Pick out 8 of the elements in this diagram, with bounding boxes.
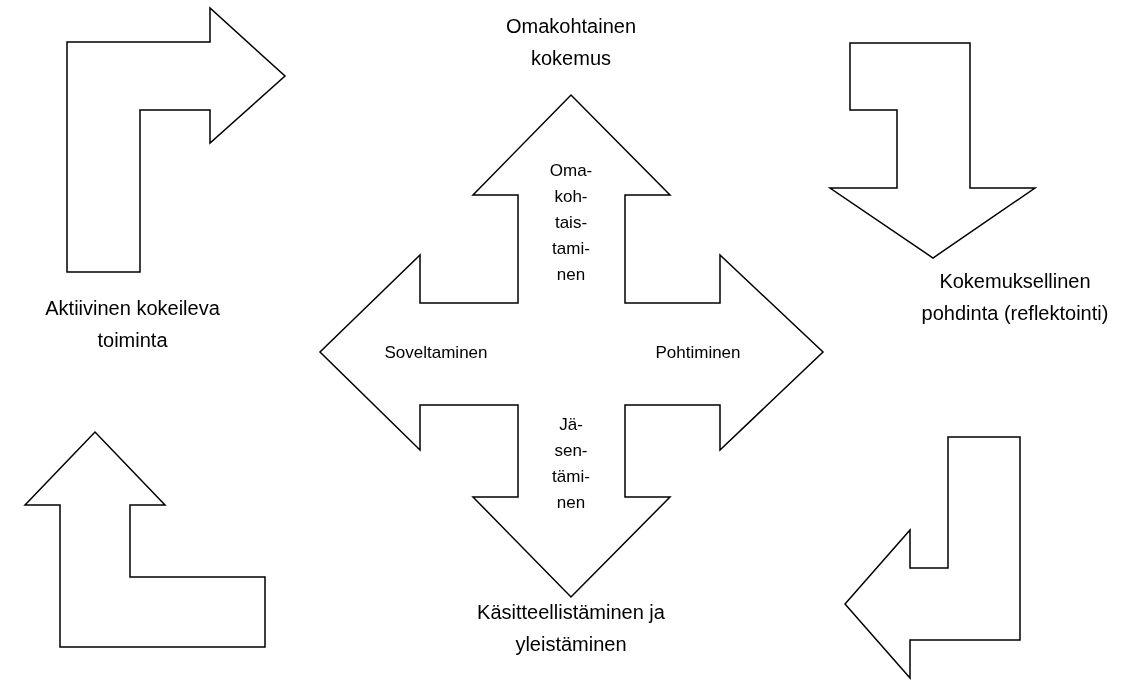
stage-label: Kokemuksellinen pohdinta (reflektointi) — [905, 265, 1125, 329]
arrow-label: Jä- sen- tämi- nen — [551, 414, 591, 514]
arrow-label: Soveltaminen — [383, 342, 489, 364]
arrow-label: Oma- koh- tais- tami- nen — [548, 160, 594, 286]
stage-label: Omakohtainen kokemus — [476, 10, 666, 74]
stage-label: Aktiivinen kokeileva toiminta — [15, 292, 250, 356]
stage-label: Käsitteellistäminen ja yleistäminen — [461, 596, 681, 660]
arrow-label: Pohtiminen — [654, 342, 742, 364]
